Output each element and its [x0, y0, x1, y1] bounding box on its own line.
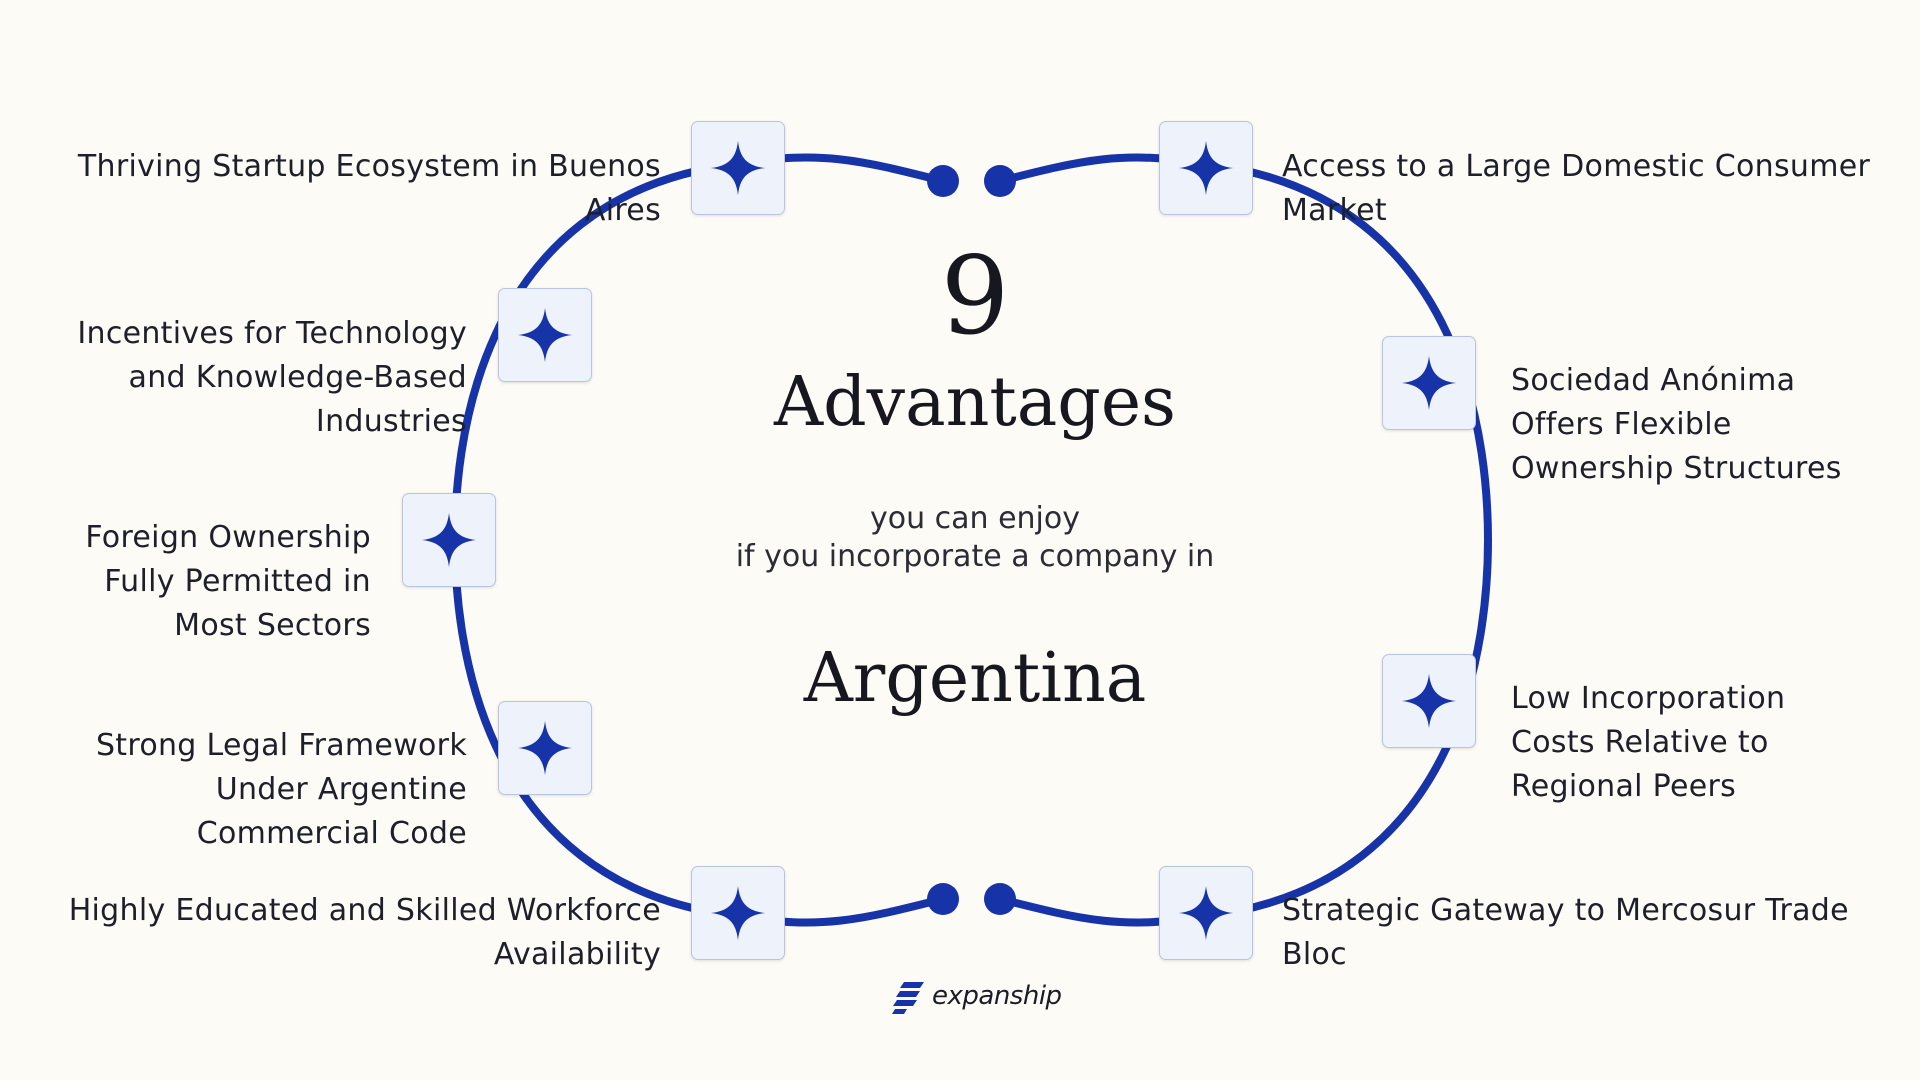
brand-logo: expanship: [890, 974, 1062, 1018]
brand-name: expanship: [932, 981, 1062, 1011]
advantage-label-foreign-ownership: Foreign Ownership Fully Permitted in Mos…: [85, 520, 371, 643]
four-point-star-icon: [1401, 673, 1457, 729]
four-point-star-icon: [1178, 140, 1234, 196]
four-point-star-icon: [710, 885, 766, 941]
four-point-star-icon: [1401, 355, 1457, 411]
four-point-star-icon: [710, 140, 766, 196]
advantage-node-sociedad-anonima: [1382, 336, 1476, 430]
advantage-label-legal-framework: Strong Legal Framework Under Argentine C…: [95, 728, 467, 851]
advantage-label-tech-incentives: Incentives for Technology and Knowledge-…: [77, 316, 467, 439]
four-point-star-icon: [1178, 885, 1234, 941]
four-point-star-icon: [421, 512, 477, 568]
ring-end-dot-top-left: [927, 165, 959, 197]
advantage-label-consumer-market: Access to a Large Domestic Consumer Mark…: [1282, 149, 1871, 228]
four-point-star-icon: [517, 720, 573, 776]
advantage-node-low-costs: [1382, 654, 1476, 748]
advantage-label-sociedad-anonima: Sociedad Anónima Offers Flexible Ownersh…: [1511, 363, 1842, 486]
expanship-logo-icon: [892, 982, 924, 1014]
subtitle: you can enjoy if you incorporate a compa…: [640, 500, 1310, 576]
subtitle-line-2: if you incorporate a company in: [735, 539, 1215, 574]
advantage-node-consumer-market: [1159, 121, 1253, 215]
advantage-node-startup-ecosystem: [691, 121, 785, 215]
ring-end-dot-top-right: [984, 165, 1016, 197]
advantage-label-mercosur-gateway: Strategic Gateway to Mercosur Trade Bloc: [1282, 893, 1849, 972]
ring-end-dot-bottom-left: [927, 883, 959, 915]
advantage-label-skilled-workforce: Highly Educated and Skilled Workforce Av…: [68, 893, 661, 972]
ring-end-dot-bottom-right: [984, 883, 1016, 915]
advantage-label-startup-ecosystem: Thriving Startup Ecosystem in Buenos Air…: [77, 149, 661, 228]
subtitle-line-1: you can enjoy: [870, 501, 1080, 536]
advantage-label-low-costs: Low Incorporation Costs Relative to Regi…: [1511, 681, 1786, 804]
four-point-star-icon: [517, 307, 573, 363]
country-name: Argentina: [803, 639, 1147, 718]
advantages-count: 9: [940, 234, 1010, 359]
advantage-node-legal-framework: [498, 701, 592, 795]
advantage-node-mercosur-gateway: [1159, 866, 1253, 960]
advantage-node-skilled-workforce: [691, 866, 785, 960]
headline: Advantages: [774, 363, 1176, 442]
advantage-node-foreign-ownership: [402, 493, 496, 587]
advantage-node-tech-incentives: [498, 288, 592, 382]
